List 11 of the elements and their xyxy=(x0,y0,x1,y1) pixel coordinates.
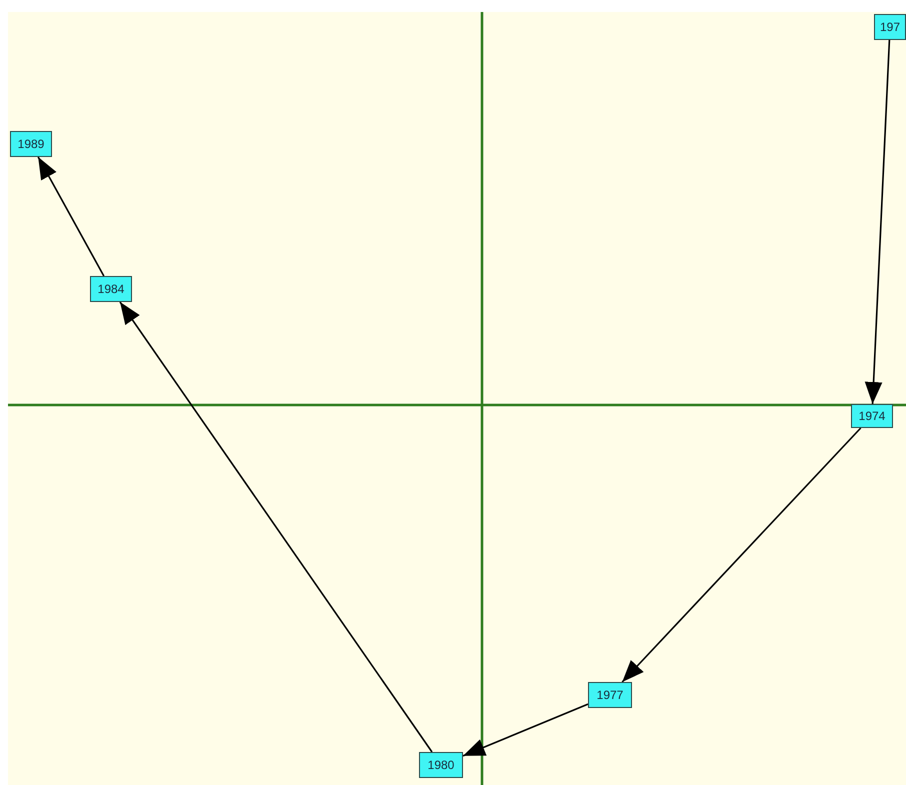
arrow xyxy=(864,40,890,404)
arrow xyxy=(37,156,105,276)
year-label: 1984 xyxy=(90,276,132,302)
year-label: 1977 xyxy=(588,682,632,708)
arrow xyxy=(462,703,588,757)
year-label: 197 xyxy=(874,14,906,40)
year-label: 1974 xyxy=(851,404,893,428)
year-label: 1980 xyxy=(419,752,463,778)
year-label: 1989 xyxy=(10,131,52,157)
arrow xyxy=(622,427,862,683)
arrow xyxy=(119,302,433,752)
